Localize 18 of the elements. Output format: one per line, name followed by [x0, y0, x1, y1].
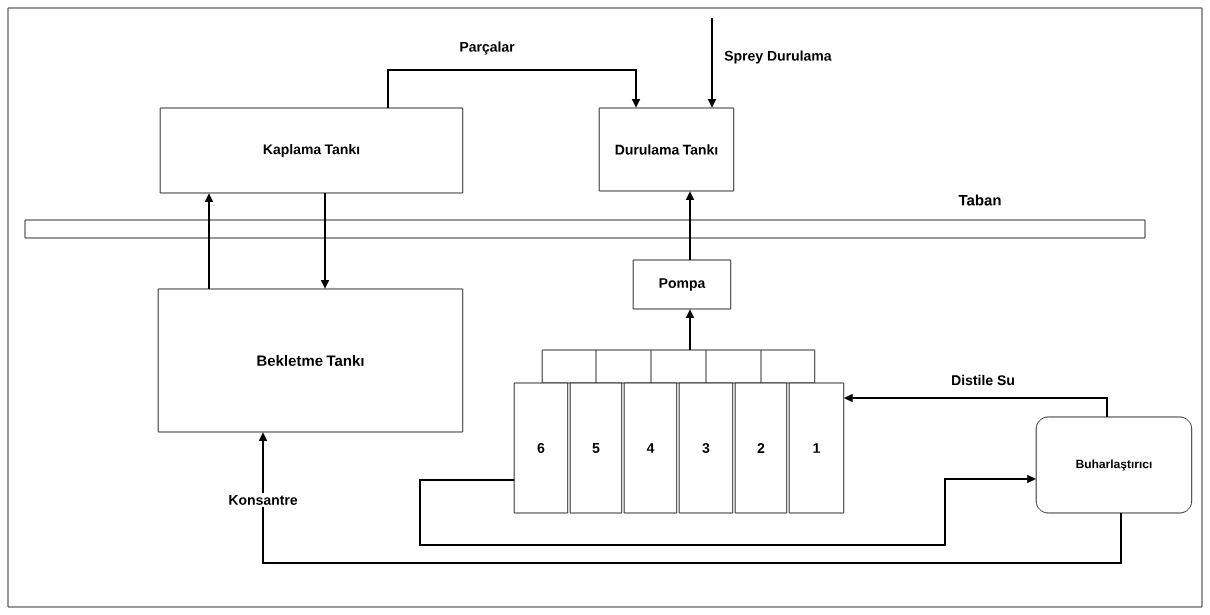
evaporator-box: Buharlaştırıcı — [1035, 416, 1193, 514]
tank-box: Kaplama Tankı — [159, 107, 464, 194]
edge-label: Parçalar — [457, 39, 517, 57]
column-cell: 4 — [623, 382, 678, 514]
column-cell: 6 — [513, 382, 569, 514]
column-cell: 5 — [569, 382, 623, 514]
edge-label: Konsantre — [226, 493, 300, 507]
tank-box: Durulama Tankı — [598, 107, 735, 192]
pump-box: Pompa — [632, 259, 732, 310]
floor-label: Taban — [958, 194, 1001, 206]
edge-label: Distile Su — [949, 372, 1017, 388]
arrow — [387, 69, 641, 109]
column-cell: 2 — [734, 382, 788, 514]
column-cell: 3 — [678, 382, 734, 514]
tank-box: Bekletme Tankı — [157, 288, 464, 433]
edge-label: Sprey Durulama — [722, 48, 834, 66]
collector-box — [541, 349, 816, 384]
column-cell: 1 — [788, 382, 845, 514]
